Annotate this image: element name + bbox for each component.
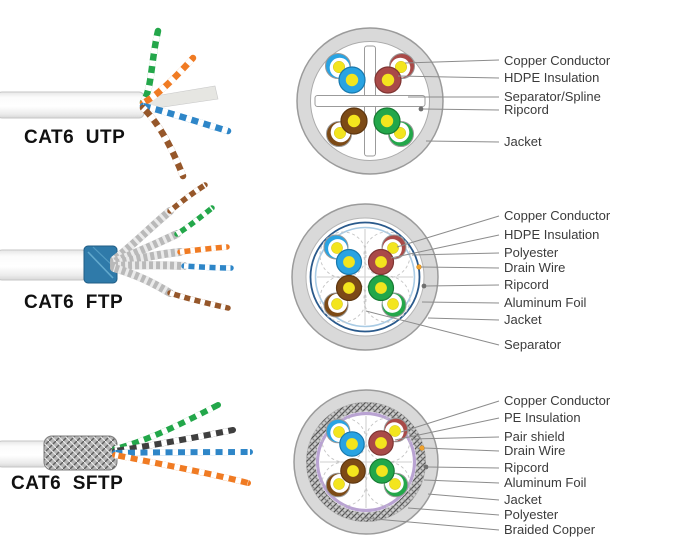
label-ftp-jacket: Jacket	[504, 312, 542, 327]
label-ftp-aluminum-foil: Aluminum Foil	[504, 295, 587, 310]
ftp-drain-wire-dot	[416, 264, 422, 270]
label-sftp-drain-wire: Drain Wire	[504, 443, 566, 458]
sftp-leader-lines	[363, 400, 500, 531]
label-ftp-copper-conductor: Copper Conductor	[504, 208, 611, 223]
label-ftp-polyester: Polyester	[504, 245, 559, 260]
sftp-drain-wire-dot	[419, 445, 425, 451]
ftp-ripcord-dot	[421, 283, 427, 289]
label-utp-jacket: Jacket	[504, 134, 542, 149]
label-utp-copper-conductor: Copper Conductor	[504, 53, 611, 68]
label-ftp-hdpe-insulation: HDPE Insulation	[504, 227, 600, 242]
utp-spline-horizontal	[314, 95, 426, 107]
ftp-cable-illustration	[0, 182, 234, 311]
label-sftp-jacket: Jacket	[504, 492, 542, 507]
sftp-title: CAT6 SFTP	[11, 473, 124, 494]
ftp-leader-lines	[365, 215, 500, 346]
label-ftp-separator: Separator	[504, 337, 562, 352]
sftp-ripcord-dot	[423, 464, 429, 470]
label-sftp-braided-copper: Braided Copper	[504, 522, 596, 537]
label-sftp-ripcord: Ripcord	[504, 460, 549, 475]
label-utp-ripcord: Ripcord	[504, 102, 549, 117]
label-sftp-copper-conductor: Copper Conductor	[504, 393, 611, 408]
utp-cable-illustration	[0, 27, 232, 180]
sftp-braid-wrap	[43, 435, 118, 471]
label-ftp-drain-wire: Drain Wire	[504, 260, 566, 275]
label-sftp-pair-shield: Pair shield	[504, 429, 565, 444]
label-sftp-pe-insulation: PE Insulation	[504, 410, 581, 425]
label-sftp-aluminum-foil: Aluminum Foil	[504, 475, 587, 490]
utp-ripcord-dot	[418, 106, 424, 112]
label-utp-hdpe-insulation: HDPE Insulation	[504, 70, 600, 85]
utp-title: CAT6 UTP	[24, 127, 126, 148]
label-utp-separator-spline: Separator/Spline	[504, 89, 601, 104]
sftp-braided-copper-ring	[306, 402, 426, 522]
ftp-title: CAT6 FTP	[24, 292, 124, 313]
utp-leader-lines	[397, 59, 500, 143]
sftp-cross-section-diagram	[293, 389, 439, 535]
label-ftp-ripcord: Ripcord	[504, 277, 549, 292]
label-sftp-polyester: Polyester	[504, 507, 559, 522]
utp-cross-section-diagram	[296, 27, 444, 175]
sftp-cable-illustration	[0, 402, 253, 486]
ftp-cross-section-diagram	[291, 203, 439, 351]
